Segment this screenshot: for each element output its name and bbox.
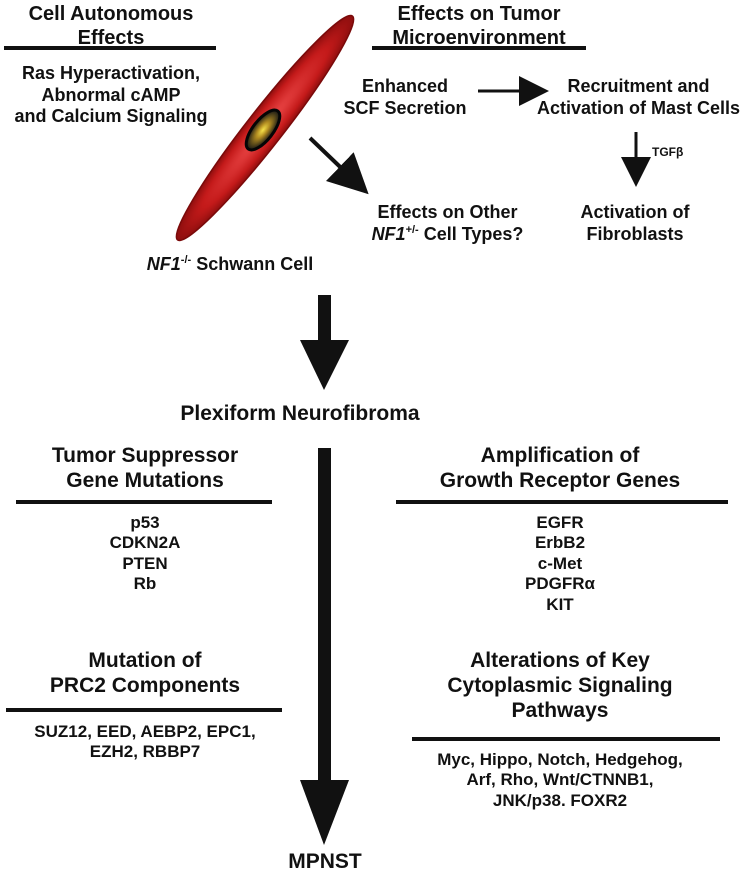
schwann-cell-illustration xyxy=(175,14,355,242)
growth-receptor-title: Amplification of Growth Receptor Genes xyxy=(439,444,681,493)
list-item: c-Met xyxy=(537,553,583,573)
prc2-list: SUZ12, EED, AEBP2, EPC1, EZH2, RBBP7 xyxy=(0,722,290,763)
prc2-rule xyxy=(6,708,282,712)
list-item: ErbB2 xyxy=(534,533,586,553)
tgf-beta-label: TGFβ xyxy=(652,145,684,159)
arrow-to-mpnst-shaft xyxy=(318,448,331,788)
scf-secretion-label: Enhanced SCF Secretion xyxy=(343,76,467,118)
mpnst-label: MPNST xyxy=(288,850,362,873)
cytoplasmic-signaling-rule xyxy=(412,737,720,741)
mast-cells-label: Recruitment and Activation of Mast Cells xyxy=(536,76,741,118)
microenvironment-rule xyxy=(372,46,586,50)
schwann-cell-label: NF1-/- Schwann Cell xyxy=(146,254,314,274)
tumor-suppressor-rule xyxy=(16,500,272,504)
cell-autonomous-body: Ras Hyperactivation, Abnormal cAMP and C… xyxy=(14,63,208,127)
microenvironment-title: Effects on Tumor Microenvironment xyxy=(392,3,566,49)
list-item: PDGFRα xyxy=(525,574,595,594)
list-item: CDKN2A xyxy=(109,533,181,553)
growth-receptor-rule xyxy=(396,500,728,504)
list-item: JNK/p38. FOXR2 xyxy=(492,790,628,810)
list-item: Myc, Hippo, Notch, Hedgehog, xyxy=(437,750,683,769)
list-item: Rb xyxy=(133,574,157,594)
cell-autonomous-title: Cell Autonomous Effects xyxy=(28,3,194,49)
plexiform-neurofibroma-label: Plexiform Neurofibroma xyxy=(180,402,420,425)
prc2-title: Mutation of PRC2 Components xyxy=(49,649,241,698)
growth-receptor-list: EGFR ErbB2 c-Met PDGFRα KIT xyxy=(390,513,730,615)
list-item: EZH2, RBBP7 xyxy=(89,742,201,762)
list-item: p53 xyxy=(130,513,160,532)
list-item: EGFR xyxy=(536,513,584,532)
list-item: KIT xyxy=(546,594,574,614)
arrow-to-plexiform-shaft xyxy=(318,295,331,345)
arrow-cell-to-other xyxy=(308,136,369,195)
cytoplasmic-signaling-title: Alterations of Key Cytoplasmic Signaling… xyxy=(447,649,673,723)
cytoplasmic-signaling-list: Myc, Hippo, Notch, Hedgehog, Arf, Rho, W… xyxy=(390,750,730,811)
fibroblasts-label: Activation of Fibroblasts xyxy=(580,202,690,244)
arrow-to-plexiform-head xyxy=(300,340,349,390)
list-item: PTEN xyxy=(122,553,168,573)
list-item: SUZ12, EED, AEBP2, EPC1, xyxy=(34,722,256,741)
other-cell-types-label: Effects on Other NF1+/- Cell Types? xyxy=(371,202,524,244)
tumor-suppressor-list: p53 CDKN2A PTEN Rb xyxy=(20,513,270,595)
tumor-suppressor-title: Tumor Suppressor Gene Mutations xyxy=(51,444,239,493)
cell-autonomous-rule xyxy=(4,46,216,50)
arrow-to-mpnst-head xyxy=(300,780,349,845)
list-item: Arf, Rho, Wnt/CTNNB1, xyxy=(466,770,654,790)
